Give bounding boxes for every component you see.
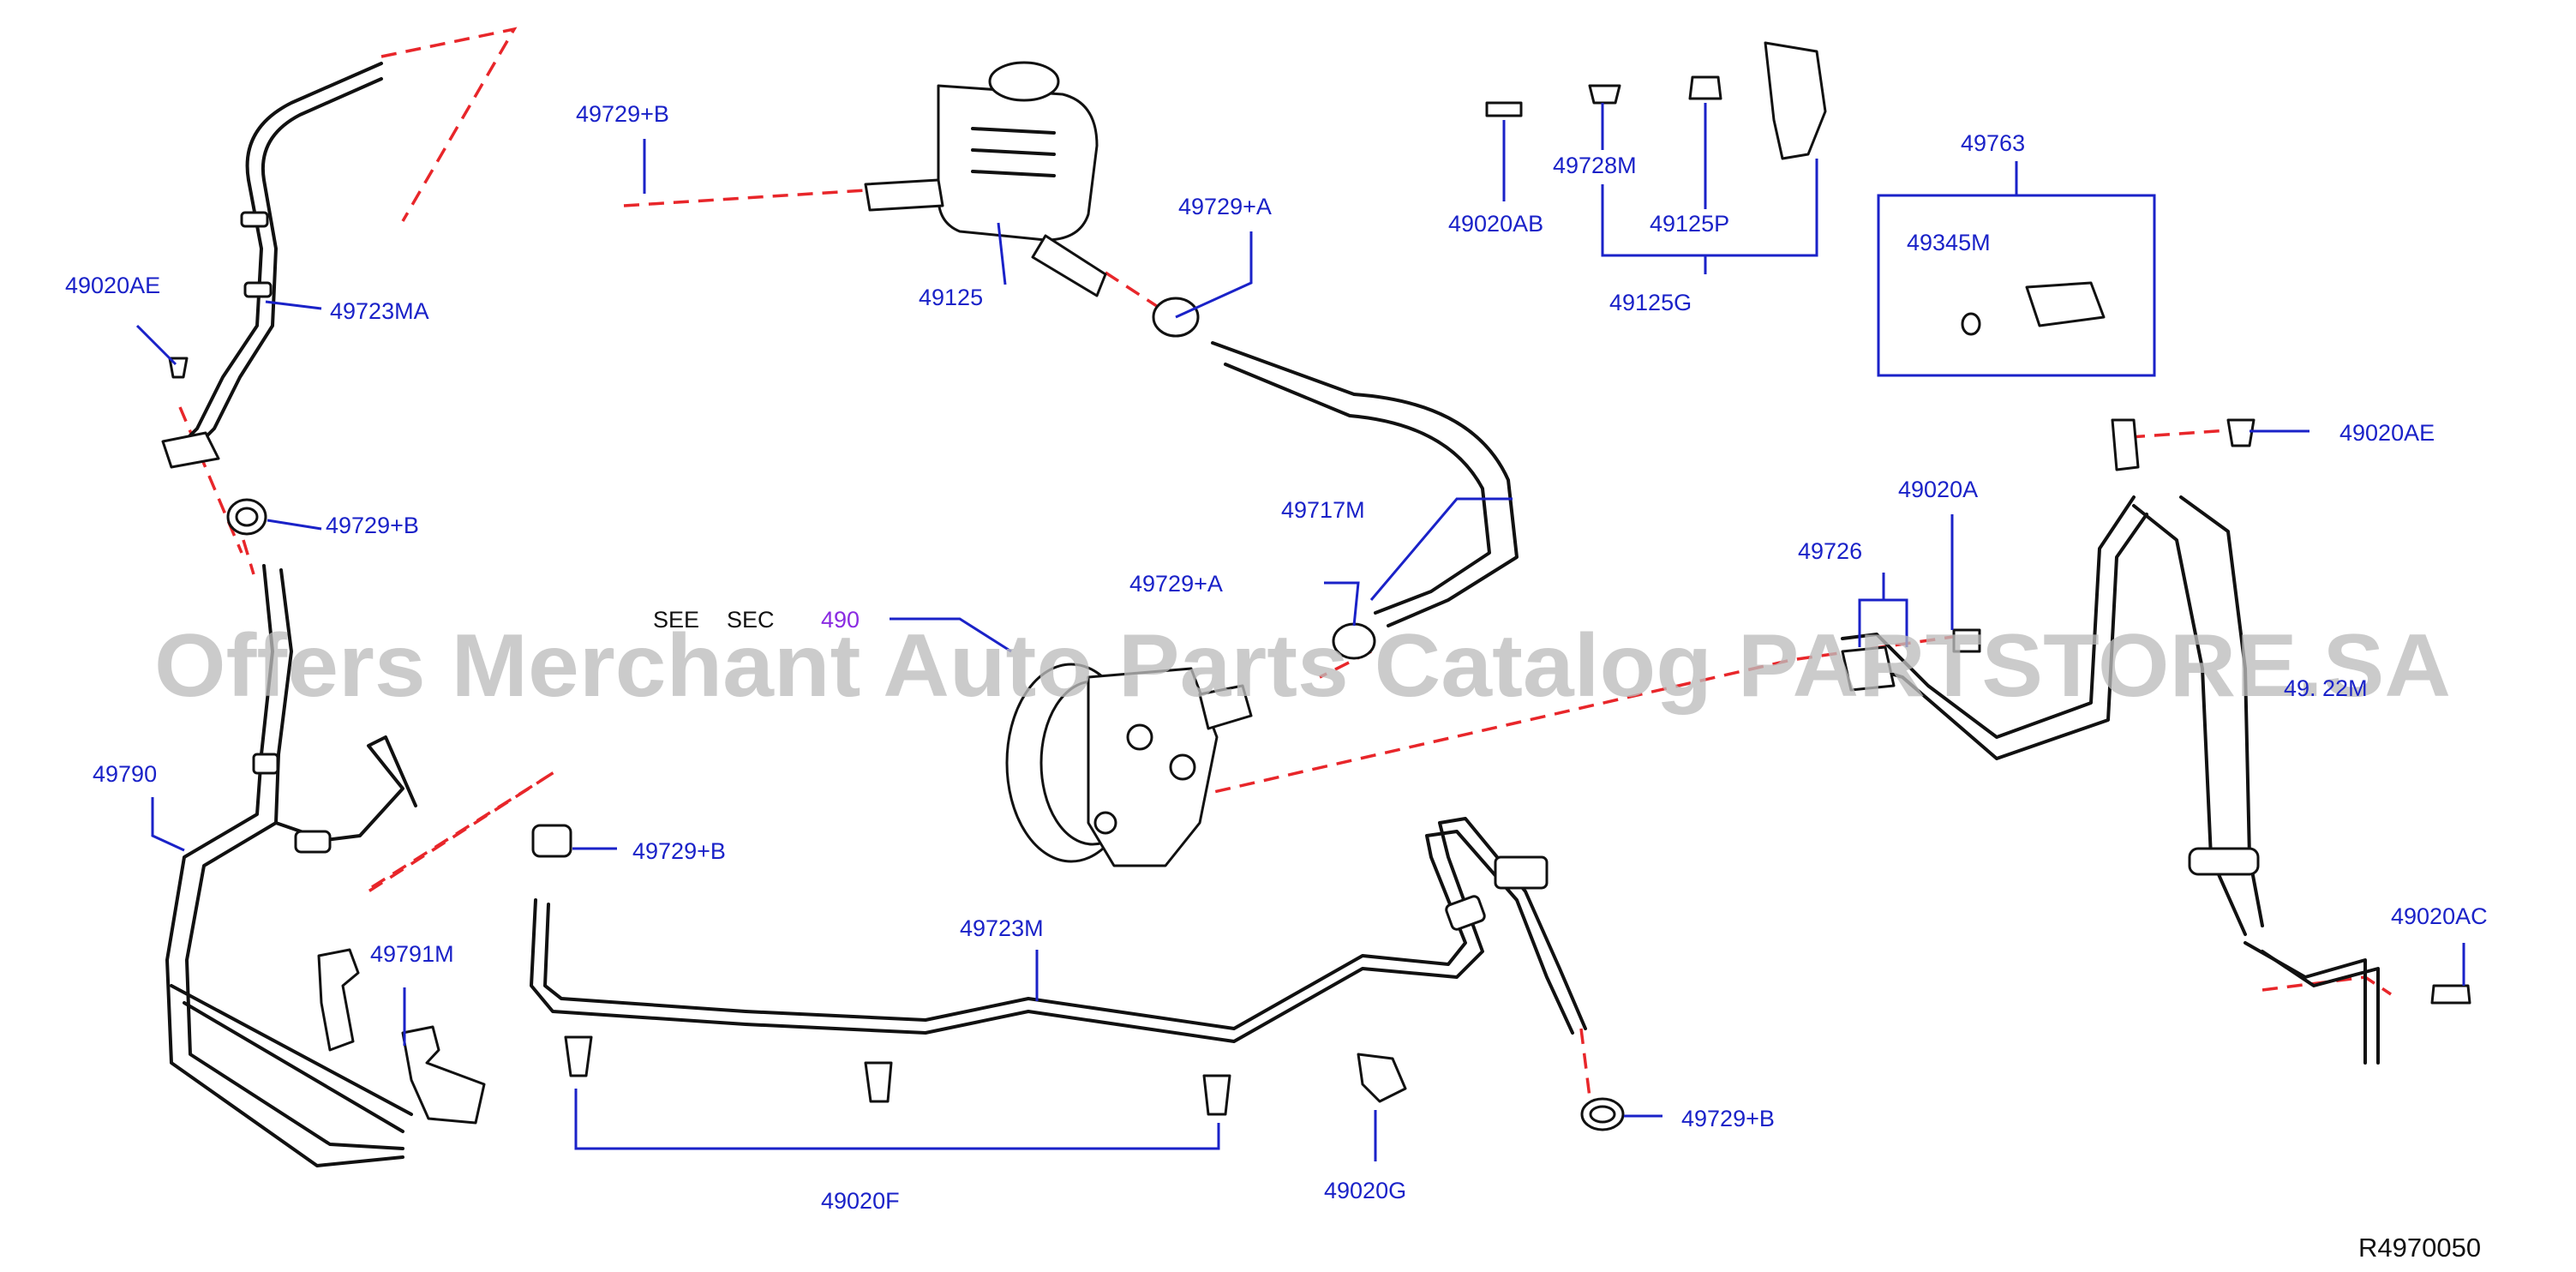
- part-callout-49790[interactable]: 49790: [93, 761, 157, 787]
- part-callout-49020g[interactable]: 49020G: [1324, 1178, 1406, 1203]
- part-callout-49125[interactable]: 49125: [919, 285, 983, 310]
- section-sec-text: SEC: [727, 607, 775, 633]
- connection-lines: [178, 27, 2392, 1098]
- part-callout-49020a[interactable]: 49020A: [1898, 477, 1978, 502]
- part-callout-49729-b-middle[interactable]: 49729+B: [632, 838, 726, 864]
- part-callout-49723m[interactable]: 49723M: [960, 915, 1044, 941]
- part-callout-49729-a-middle[interactable]: 49729+A: [1129, 571, 1223, 597]
- part-callout-49020f[interactable]: 49020F: [821, 1188, 900, 1214]
- part-callout-49020ae-left[interactable]: 49020AE: [65, 273, 160, 298]
- section-number-link[interactable]: 490: [821, 607, 860, 633]
- part-callout-49729-b-top[interactable]: 49729+B: [576, 101, 669, 127]
- part-callout-49717m[interactable]: 49717M: [1281, 497, 1365, 523]
- part-callout-49729-b-bottom[interactable]: 49729+B: [1681, 1106, 1775, 1131]
- section-see-text: SEE: [653, 607, 699, 633]
- part-callout-49763[interactable]: 49763: [1961, 130, 2025, 156]
- part-callout-49020ac[interactable]: 49020AC: [2391, 903, 2488, 929]
- part-callout-49722m[interactable]: 49. 22M: [2284, 675, 2368, 701]
- part-callout-49729-b-left[interactable]: 49729+B: [326, 513, 419, 538]
- part-callout-49345m[interactable]: 49345M: [1907, 230, 1991, 255]
- part-drawings: [161, 41, 2471, 1167]
- leader-lines: [135, 103, 2465, 1161]
- watermark-text: Offers Merchant Auto Parts Catalog PARTS…: [154, 616, 2451, 716]
- part-callout-49125p[interactable]: 49125P: [1650, 211, 1729, 237]
- part-callout-49020ab[interactable]: 49020AB: [1448, 211, 1543, 237]
- part-callout-49723ma[interactable]: 49723MA: [330, 298, 429, 324]
- part-callout-49020ae-right[interactable]: 49020AE: [2339, 420, 2435, 446]
- part-callout-49729-a-top[interactable]: 49729+A: [1178, 194, 1272, 219]
- part-callout-49726[interactable]: 49726: [1798, 538, 1862, 564]
- part-callout-49125g[interactable]: 49125G: [1609, 290, 1692, 315]
- part-callouts: 49729+B 49125 49729+A 49020AB 49728M 491…: [65, 101, 2488, 1214]
- drawing-reference-code: R4970050: [2358, 1233, 2481, 1263]
- part-callout-49791m[interactable]: 49791M: [370, 941, 454, 967]
- part-callout-49728m[interactable]: 49728M: [1553, 153, 1637, 178]
